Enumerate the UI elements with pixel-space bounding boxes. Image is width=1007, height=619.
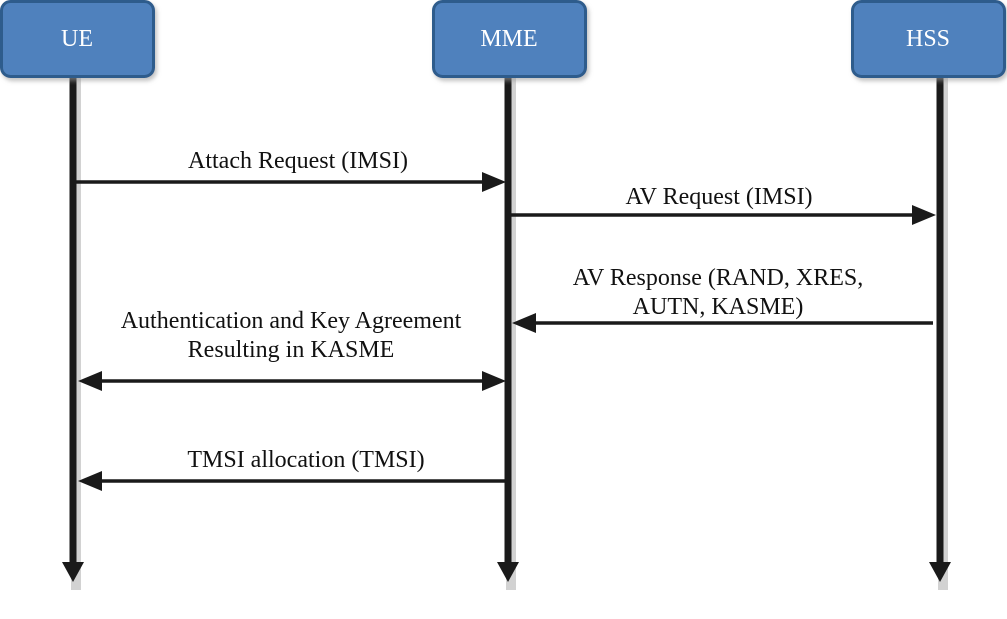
tmsi-allocation-arrowhead: [78, 471, 102, 491]
aka-label-line1: Authentication and Key Agreement: [121, 308, 462, 334]
message-authentication-key-agreement: Authentication and Key Agreement Resulti…: [78, 308, 506, 391]
lifeline-ue-arrowhead: [62, 562, 84, 582]
message-tmsi-allocation: TMSI allocation (TMSI): [78, 447, 506, 491]
message-av-response: AV Response (RAND, XRES, AUTN, KASME): [512, 265, 933, 333]
message-attach-request: Attach Request (IMSI): [76, 148, 506, 192]
aka-arrowhead-right: [482, 371, 506, 391]
lifeline-mme-arrowhead: [497, 562, 519, 582]
tmsi-allocation-label: TMSI allocation (TMSI): [187, 447, 424, 473]
message-av-request: AV Request (IMSI): [511, 184, 936, 225]
entity-ue: UE: [0, 0, 155, 78]
entity-hss: HSS: [851, 0, 1006, 78]
lifeline-hss-arrowhead: [929, 562, 951, 582]
lifeline-mme: [497, 76, 519, 590]
aka-label-line2: Resulting in KASME: [188, 337, 395, 363]
av-response-label-line2: AUTN, KASME): [633, 294, 804, 320]
lifeline-ue: [62, 76, 84, 590]
attach-request-arrowhead: [482, 172, 506, 192]
lifeline-hss: [929, 76, 951, 590]
aka-arrowhead-left: [78, 371, 102, 391]
entity-mme-label: MME: [480, 26, 537, 52]
av-response-arrowhead: [512, 313, 536, 333]
entity-mme: MME: [432, 0, 587, 78]
av-request-arrowhead: [912, 205, 936, 225]
entity-ue-label: UE: [61, 26, 93, 52]
entity-ue-box: [0, 0, 155, 78]
entity-hss-box: [851, 0, 1006, 78]
entity-mme-box: [432, 0, 587, 78]
av-request-label: AV Request (IMSI): [625, 184, 812, 210]
entity-hss-label: HSS: [906, 26, 950, 52]
attach-request-label: Attach Request (IMSI): [188, 148, 408, 174]
av-response-label-line1: AV Response (RAND, XRES,: [573, 265, 863, 291]
